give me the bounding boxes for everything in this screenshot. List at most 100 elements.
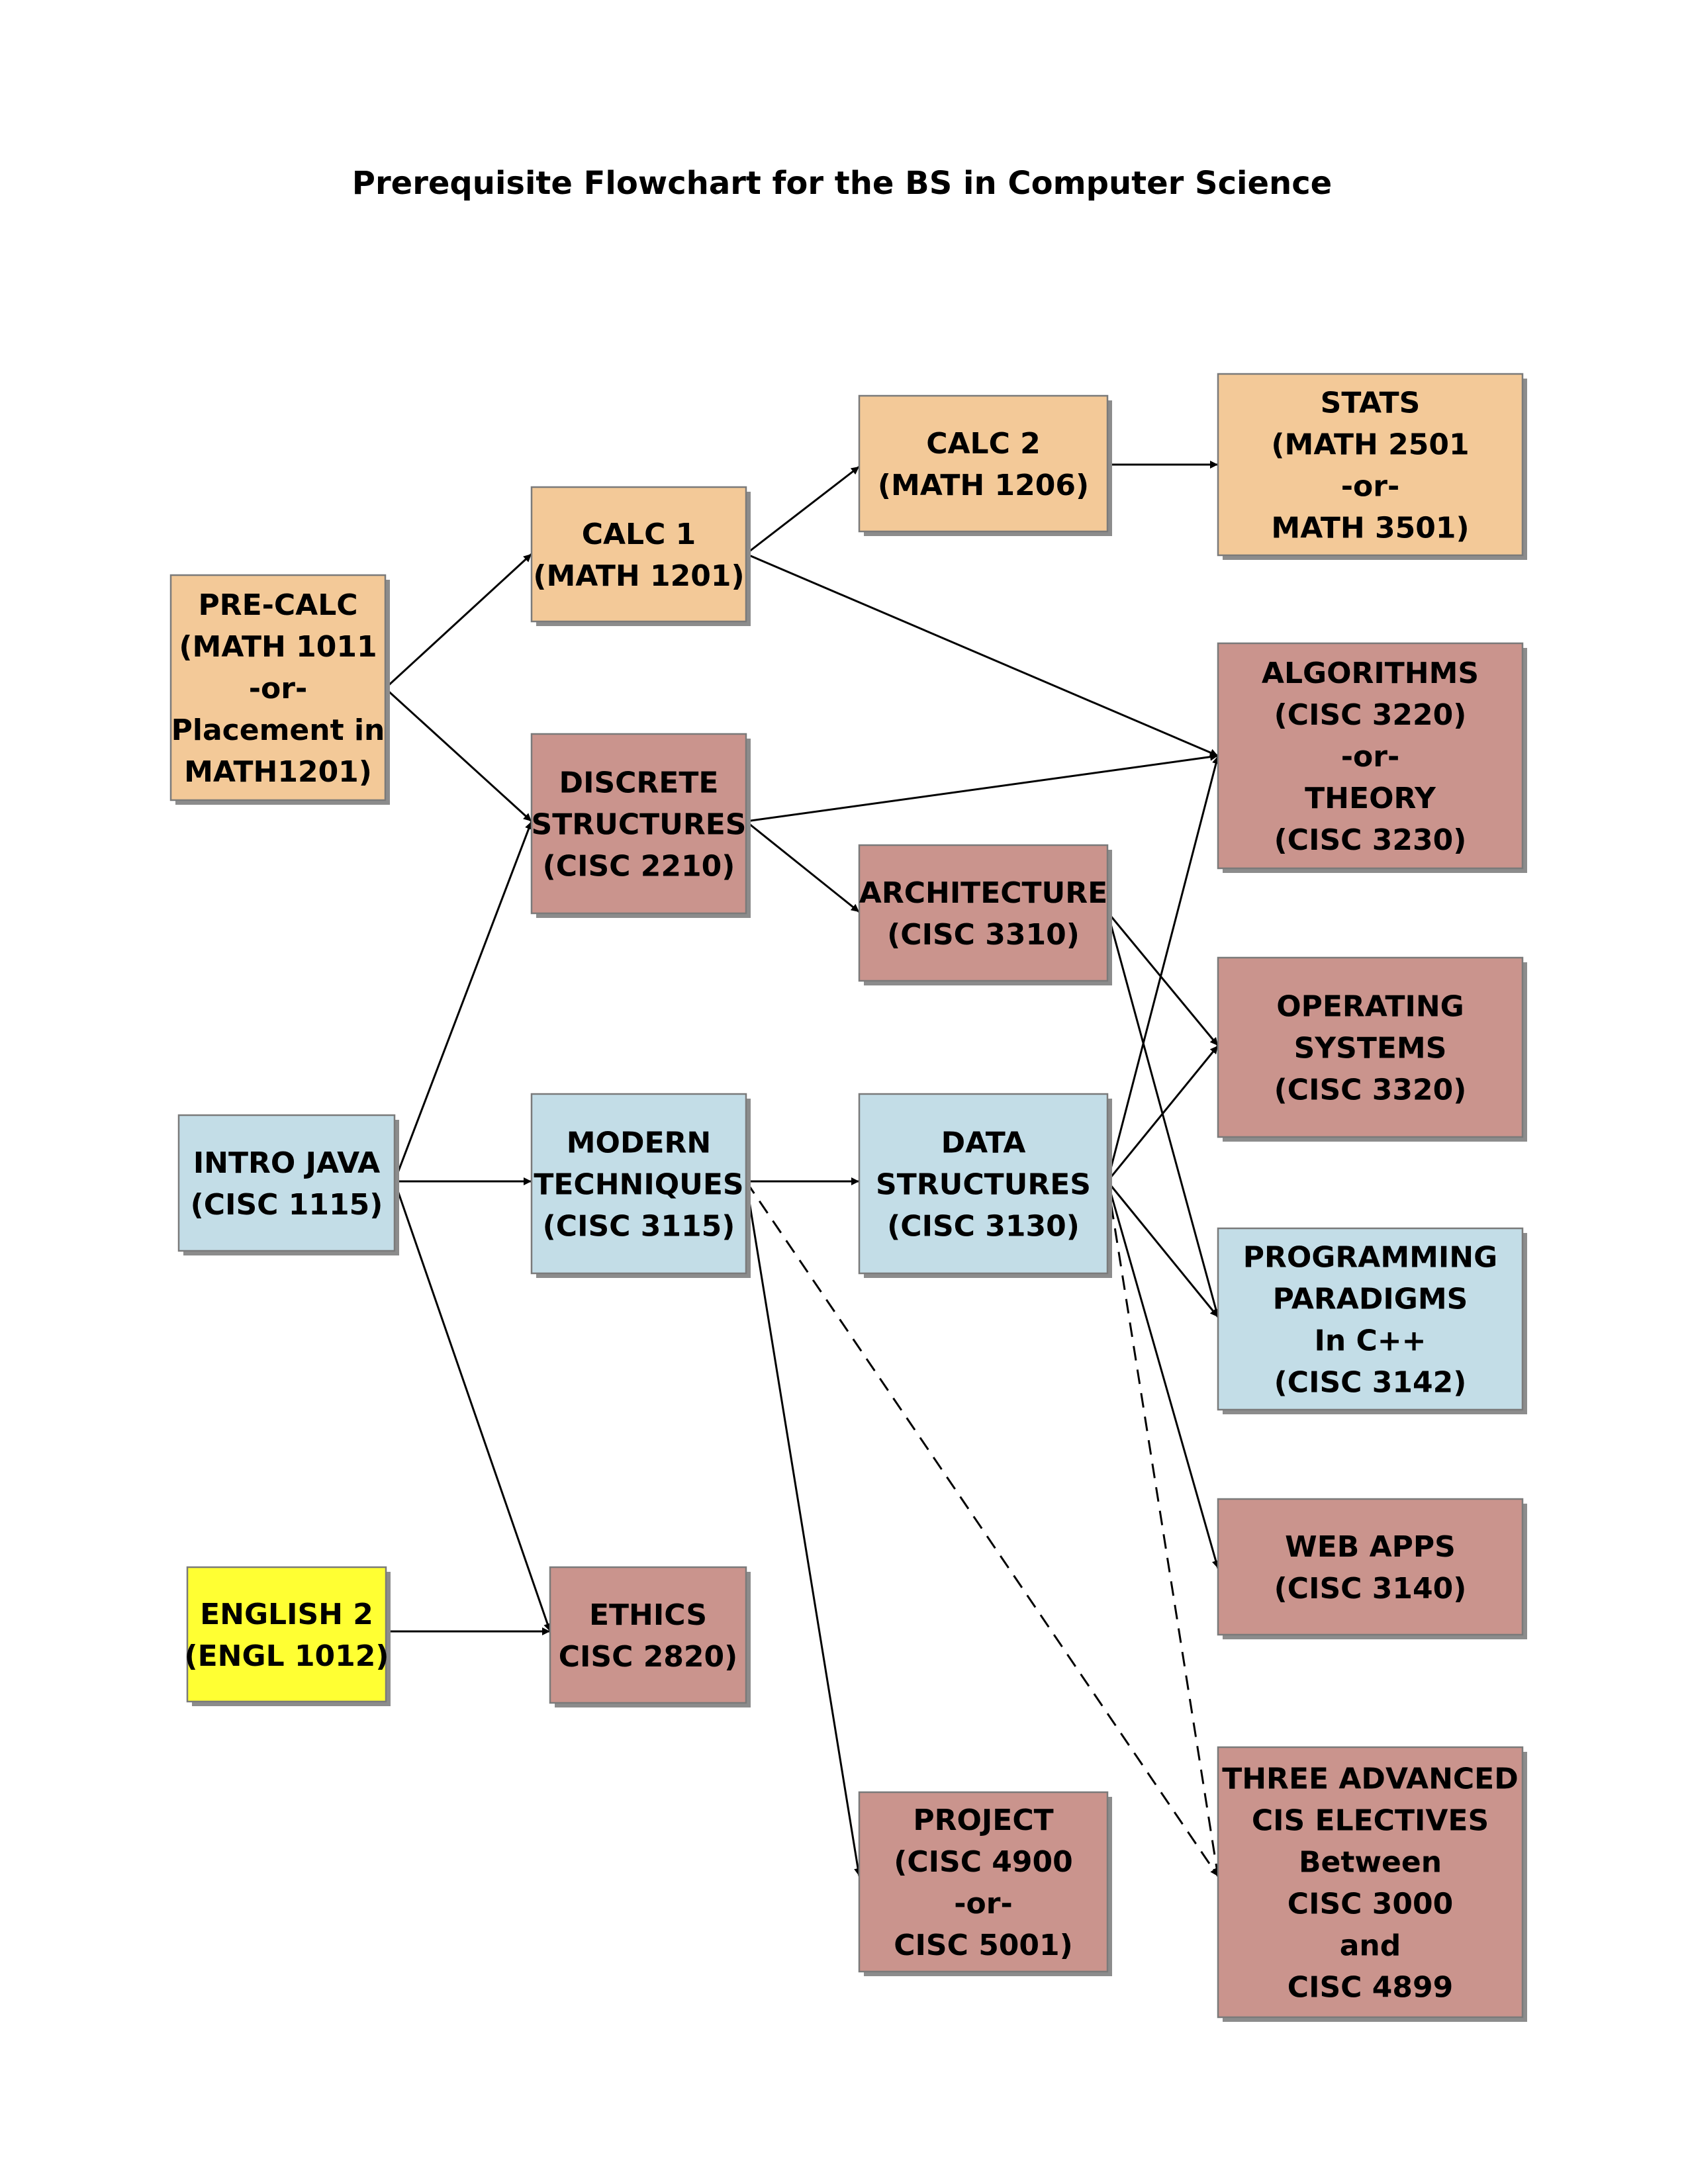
node-label-line: PARADIGMS xyxy=(1273,1282,1468,1316)
node-box xyxy=(549,1566,747,1704)
node-box xyxy=(858,1093,1109,1275)
node-ethics: ETHICS CISC 2820) xyxy=(549,1566,751,1707)
page-title: Prerequisite Flowchart for the BS in Com… xyxy=(352,165,1332,202)
edge-java-to-ethics xyxy=(393,1181,551,1632)
node-label-line: (ENGL 1012) xyxy=(184,1639,389,1673)
node-box xyxy=(1217,1498,1524,1636)
node-box xyxy=(186,1566,387,1703)
node-label-line: WEB APPS xyxy=(1285,1530,1456,1564)
edge-modern-to-project xyxy=(745,1181,862,1877)
node-os: OPERATING SYSTEMS (CISC 3320) xyxy=(1217,956,1527,1142)
node-label-line: (CISC 3115) xyxy=(543,1209,735,1243)
edge-calc1-to-algorithms xyxy=(745,553,1219,757)
node-label-line: INTRO JAVA xyxy=(193,1146,380,1180)
node-box xyxy=(169,574,387,801)
node-label-line: and xyxy=(1340,1929,1401,1962)
node-box xyxy=(1217,956,1524,1138)
node-label-line: (CISC 3230) xyxy=(1274,823,1467,857)
node-label-line: STATS xyxy=(1321,386,1421,420)
node-label-line: STRUCTURES xyxy=(876,1167,1091,1201)
node-label-line: CISC 3000 xyxy=(1288,1887,1453,1921)
node-label-line: CISC 5001) xyxy=(894,1929,1073,1962)
node-label-line: STRUCTURES xyxy=(532,807,747,841)
node-label-line: (CISC 2210) xyxy=(543,849,735,883)
node-label-line: (CISC 3220) xyxy=(1274,698,1467,732)
edge-calc1-to-calc2 xyxy=(745,465,860,555)
node-box xyxy=(858,1791,1109,1973)
node-box xyxy=(530,1093,747,1275)
node-english: ENGLISH 2 (ENGL 1012) xyxy=(184,1566,391,1706)
edge-modern-to-electives xyxy=(745,1181,1219,1877)
node-box xyxy=(530,733,747,915)
node-stats: STATS (MATH 2501 -or- MATH 3501) xyxy=(1217,373,1527,560)
node-label-line: OPERATING xyxy=(1276,989,1464,1023)
node-box xyxy=(858,394,1109,533)
edge-discrete-to-architecture xyxy=(745,820,860,913)
node-label-line: ENGLISH 2 xyxy=(200,1598,373,1631)
edge-datastruct-to-electives xyxy=(1106,1181,1221,1877)
node-box xyxy=(177,1114,396,1252)
node-label-line: CIS ELECTIVES xyxy=(1252,1803,1489,1837)
edge-precalc-to-calc1 xyxy=(384,553,533,690)
node-label-line: (CISC 3140) xyxy=(1274,1572,1467,1606)
node-label-line: CISC 2820) xyxy=(559,1640,738,1674)
node-java: INTRO JAVA (CISC 1115) xyxy=(177,1114,399,1255)
edge-discrete-to-algorithms xyxy=(745,752,1219,823)
node-label-line: (CISC 4900 xyxy=(894,1845,1073,1879)
node-label-line: CALC 2 xyxy=(926,427,1041,461)
node-label-line: (CISC 3142) xyxy=(1274,1365,1467,1399)
node-label-line: (CISC 3310) xyxy=(887,918,1080,952)
node-box xyxy=(1217,1746,1524,2019)
node-label-line: CISC 4899 xyxy=(1288,1970,1453,2004)
node-label-line: PROGRAMMING xyxy=(1243,1240,1497,1274)
node-precalc: PRE-CALC(MATH 1011-or-Placement inMATH12… xyxy=(169,574,390,805)
node-label-line: (CISC 3130) xyxy=(887,1209,1080,1243)
edge-datastruct-to-algorithms xyxy=(1106,755,1220,1182)
node-label-line: THREE ADVANCED xyxy=(1222,1762,1519,1796)
node-calc2: CALC 2 (MATH 1206) xyxy=(858,394,1112,536)
node-algorithms: ALGORITHMS (CISC 3220) -or- THEORY (CISC 323… xyxy=(1217,642,1527,873)
node-label-line: PRE-CALC xyxy=(198,588,357,622)
edge-precalc-to-discrete xyxy=(384,687,533,823)
node-paradigms: PROGRAMMING PARADIGMS In C++ (CISC 3142) xyxy=(1217,1227,1527,1414)
node-box xyxy=(530,486,747,623)
node-label-line: (CISC 3320) xyxy=(1274,1073,1467,1107)
node-box xyxy=(1217,642,1524,870)
node-label-line: -or- xyxy=(954,1887,1012,1921)
node-box xyxy=(858,844,1109,982)
edge-datastruct-to-paradigms xyxy=(1106,1181,1219,1318)
node-label-line: ALGORITHMS xyxy=(1262,657,1479,690)
node-label-line: THEORY xyxy=(1305,782,1436,815)
node-label-line: -or- xyxy=(1341,469,1399,503)
node-label-line: MODERN xyxy=(567,1126,711,1160)
node-architecture: ARCHITECTURE (CISC 3310) xyxy=(858,844,1112,985)
node-label-line: MATH1201) xyxy=(184,755,372,789)
node-label-line: ETHICS xyxy=(589,1598,707,1632)
node-label-line: SYSTEMS xyxy=(1294,1031,1447,1065)
node-label-line: MATH 3501) xyxy=(1271,511,1469,545)
edges-layer xyxy=(384,461,1221,1877)
node-label-line: (MATH 1206) xyxy=(878,469,1089,502)
node-label-line: (CISC 1115) xyxy=(191,1188,383,1222)
node-project: PROJECT(CISC 4900-or-CISC 5001) xyxy=(858,1791,1112,1976)
edge-datastruct-to-webapps xyxy=(1106,1181,1220,1569)
node-label-line: Between xyxy=(1299,1845,1442,1879)
edge-java-to-discrete xyxy=(393,821,533,1182)
node-label-line: -or- xyxy=(249,672,307,705)
node-modern: MODERN TECHNIQUES (CISC 3115) xyxy=(530,1093,751,1278)
node-discrete: DISCRETE STRUCTURES (CISC 2210) xyxy=(530,733,751,918)
node-calc1: CALC 1 (MATH 1201) xyxy=(530,486,751,626)
node-label-line: TECHNIQUES xyxy=(534,1167,743,1201)
nodes-layer: PRE-CALC(MATH 1011-or-Placement inMATH12… xyxy=(169,373,1527,2022)
node-label-line: ARCHITECTURE xyxy=(859,876,1107,910)
node-label-line: CALC 1 xyxy=(582,518,696,551)
edge-datastruct-to-os xyxy=(1106,1045,1219,1182)
node-label-line: -or- xyxy=(1341,740,1399,774)
node-label-line: (MATH 1201) xyxy=(533,559,744,593)
node-label-line: In C++ xyxy=(1314,1324,1426,1357)
node-label-line: DISCRETE xyxy=(559,766,719,799)
node-label-line: (MATH 2501 xyxy=(1271,428,1469,461)
